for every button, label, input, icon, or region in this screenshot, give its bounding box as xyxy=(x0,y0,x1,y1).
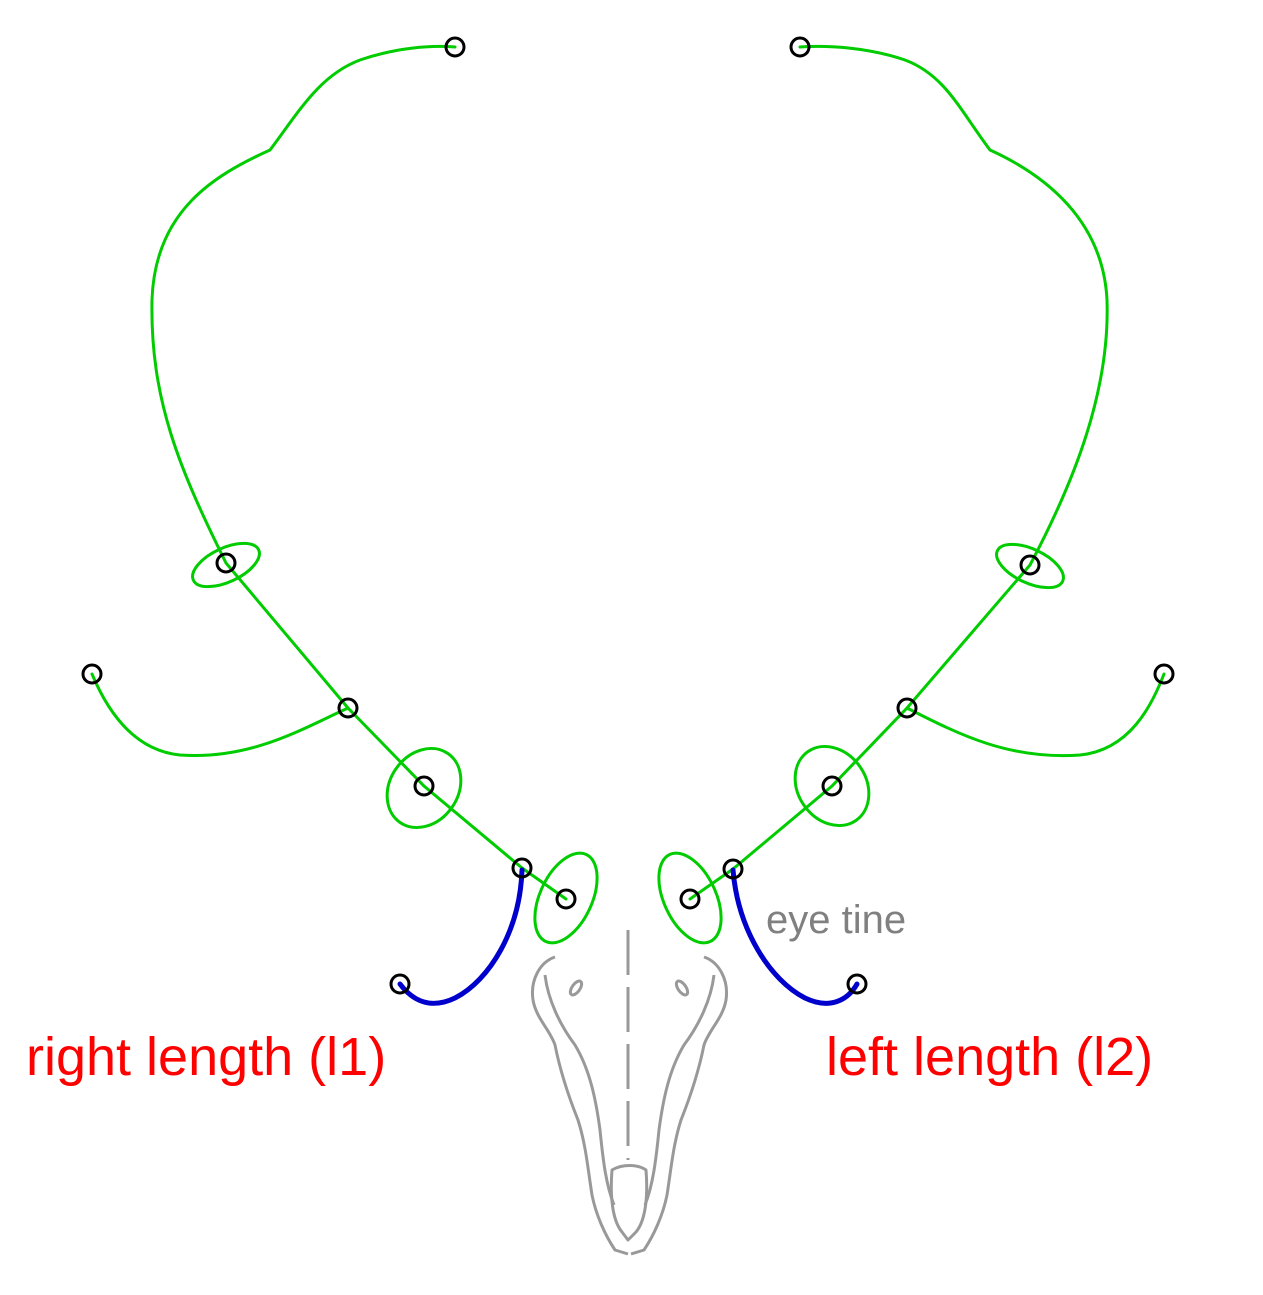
landmark-point xyxy=(337,697,359,719)
landmark-point xyxy=(679,888,701,910)
right-length-line xyxy=(397,867,525,1006)
left-bez-tine xyxy=(905,672,1166,758)
landmark-point xyxy=(789,36,811,58)
landmark-point xyxy=(511,857,533,879)
landmark-point xyxy=(722,858,744,880)
skull-left-contour xyxy=(530,955,629,1256)
left-length-label: left length (l2) xyxy=(826,1027,1154,1087)
landmark-point xyxy=(821,775,843,797)
landmark-point xyxy=(389,973,411,995)
right-length-label: right length (l1) xyxy=(26,1027,387,1087)
skull-right-contour xyxy=(630,955,729,1256)
skull-nasal xyxy=(609,1164,649,1242)
left-ring-upper xyxy=(995,542,1065,590)
right-ring-upper xyxy=(191,541,261,589)
right-ring-middle xyxy=(385,746,463,830)
left-ring-middle xyxy=(793,744,871,828)
skull-right-inner xyxy=(643,974,716,1206)
right-bez-tine xyxy=(90,672,350,758)
left-length-line xyxy=(730,867,860,1006)
landmark-point xyxy=(555,888,577,910)
right-antler xyxy=(90,44,599,1006)
landmark-points xyxy=(81,36,1175,995)
landmark-point xyxy=(1153,663,1175,685)
landmark-point xyxy=(896,697,918,719)
landmark-point xyxy=(444,36,466,58)
landmark-point xyxy=(81,663,103,685)
landmark-point xyxy=(413,775,435,797)
landmark-point xyxy=(846,973,868,995)
skull-left-eye xyxy=(568,979,584,997)
skull-right-eye xyxy=(674,979,690,997)
landmark-point xyxy=(1019,554,1041,576)
left-main-beam xyxy=(731,44,1109,871)
skull-outline xyxy=(530,930,729,1256)
left-antler xyxy=(657,44,1166,1006)
landmark-point xyxy=(215,552,237,574)
skull-left-inner xyxy=(543,974,616,1206)
eye-tine-label: eye tine xyxy=(766,898,907,942)
right-ring-lower xyxy=(533,851,599,945)
left-ring-lower xyxy=(657,851,723,945)
right-main-beam xyxy=(150,44,524,870)
